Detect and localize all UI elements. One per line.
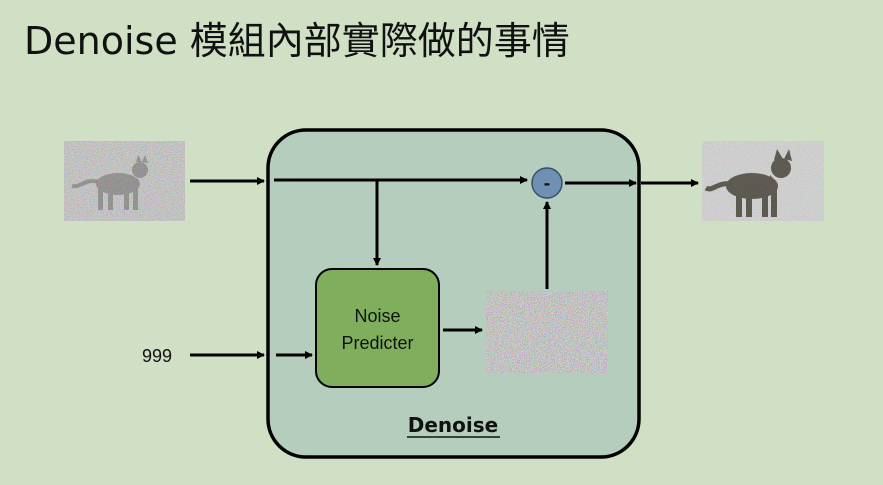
- step-input-label: 999: [142, 346, 172, 366]
- less-noisy-cat-image: [702, 141, 824, 221]
- noise-predicter-box: [315, 268, 440, 388]
- subtract-operator: [531, 167, 563, 199]
- noisy-cat-image: [64, 141, 185, 221]
- slide-title: Denoise 模組內部實際做的事情: [24, 19, 570, 63]
- predicted-noise-image: [486, 291, 608, 373]
- denoise-module-label: Denoise: [408, 413, 498, 437]
- subtract-operator-label: -: [544, 174, 551, 193]
- noise-predicter-label-line1: Noise: [354, 306, 400, 326]
- noise-predicter-label-line2: Predicter: [341, 333, 413, 353]
